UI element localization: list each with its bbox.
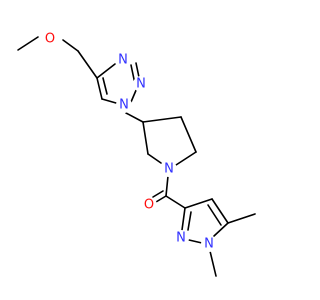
atom-n-triazole-2: N [133, 76, 149, 92]
bond-c5-methyl [227, 213, 256, 224]
bond-c4-n3 [96, 63, 116, 79]
atom-n-pyrazole-1: N [201, 236, 217, 252]
atom-label-n-pyrazole-1: N [204, 237, 214, 252]
bond-n2-n1 [130, 87, 138, 103]
atom-label-n-pyrazole-2: N [176, 231, 186, 246]
bond-pyr-c3-c4 [142, 116, 182, 123]
bond-methyl-o [17, 36, 39, 51]
atom-o-ether: O [42, 31, 58, 47]
bond-pyr-c4-c5 [180, 116, 197, 153]
bond-pz-n2-c3 [181, 207, 186, 231]
atom-n-triazole-1: N [116, 97, 132, 113]
bond-pz-c3-c4 [184, 198, 213, 209]
bond-o-ch2 [62, 39, 79, 52]
bond-pyr-c5-n [175, 151, 197, 166]
bonds [17, 36, 256, 277]
bond-carbonyl-o [155, 195, 167, 203]
bond-pz-c5-n1 [213, 222, 229, 237]
bond-n1-pyrrolidine [125, 112, 144, 123]
atom-o-carbonyl: O [141, 197, 157, 213]
atom-label-n-triazole-3: N [118, 53, 128, 68]
atom-n-pyrazole-2: N [173, 230, 189, 246]
atom-label-n-pyrrolidine: N [164, 162, 174, 177]
atom-label-n-triazole-1: N [119, 98, 129, 113]
bond-pz-n1-n2 [188, 239, 203, 244]
bond-carbonyl-o-double [152, 190, 164, 198]
atom-labels: O N N N N O N N [42, 31, 217, 252]
bond-n1-methyl [209, 250, 217, 277]
bond-n-carbonyl [165, 175, 169, 197]
bond-ch2-triazole [77, 50, 98, 79]
atom-n-triazole-3: N [115, 52, 131, 68]
atom-label-o-carbonyl: O [144, 198, 154, 213]
bond-pz-c4-c5-double [207, 204, 222, 226]
bond-c5-c4-double [102, 77, 108, 95]
atom-label-o-ether: O [45, 32, 55, 47]
bond-pyr-c2-c3 [142, 121, 149, 155]
atom-n-pyrrolidine: N [161, 161, 177, 177]
bond-pz-c4-c5 [211, 198, 229, 224]
bond-c5-c4 [96, 77, 103, 100]
bond-n1-c5 [101, 98, 117, 104]
molecule-structure: O N N N N O N N [17, 31, 256, 277]
bond-carbonyl-pyrazole [165, 195, 186, 209]
bond-pyr-n-c2 [147, 153, 162, 164]
bond-pz-n2-c3-double [187, 211, 192, 231]
atom-label-n-triazole-2: N [136, 77, 146, 92]
